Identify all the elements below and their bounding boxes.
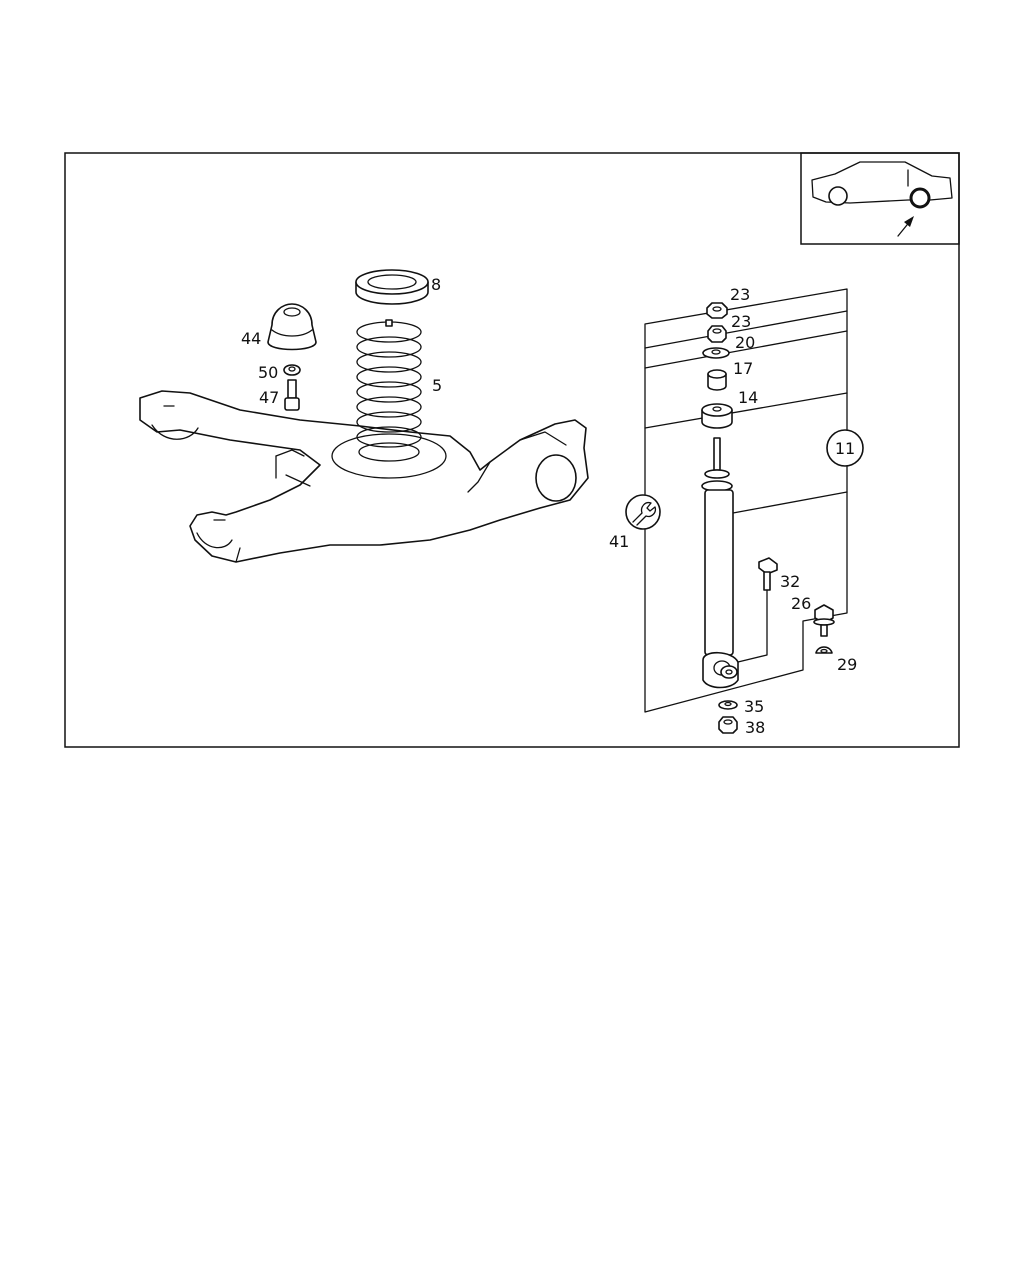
label-35: 35 bbox=[744, 697, 764, 716]
label-29: 29 bbox=[837, 655, 857, 674]
label-44: 44 bbox=[241, 329, 261, 348]
clip-29 bbox=[815, 646, 833, 654]
bolt-26 bbox=[813, 604, 835, 637]
label-47: 47 bbox=[259, 388, 279, 407]
label-38: 38 bbox=[745, 718, 765, 737]
label-17: 17 bbox=[733, 359, 753, 378]
label-20: 20 bbox=[735, 333, 755, 352]
label-5: 5 bbox=[432, 376, 442, 395]
coil-spring bbox=[356, 319, 422, 462]
bolt-32 bbox=[737, 557, 778, 663]
label-14: 14 bbox=[738, 388, 758, 407]
nut-23-upper bbox=[706, 302, 728, 319]
diagram-frame bbox=[64, 152, 960, 748]
shock-absorber bbox=[701, 437, 739, 689]
washer-50 bbox=[283, 364, 301, 376]
label-23-lower: 23 bbox=[731, 312, 751, 331]
spring-pad bbox=[355, 269, 429, 305]
trailing-arm bbox=[139, 390, 589, 563]
vehicle-locator-inset bbox=[800, 152, 960, 245]
nut-38 bbox=[718, 716, 738, 734]
label-8: 8 bbox=[431, 275, 441, 294]
car-outline-icon bbox=[811, 161, 953, 209]
shock-group-bracket bbox=[644, 288, 864, 713]
label-23-upper: 23 bbox=[730, 285, 750, 304]
bushing-17 bbox=[707, 369, 727, 391]
label-26: 26 bbox=[791, 594, 811, 613]
label-50: 50 bbox=[258, 363, 278, 382]
washer-35 bbox=[718, 700, 738, 710]
group-circle-11 bbox=[826, 429, 864, 467]
label-32: 32 bbox=[780, 572, 800, 591]
label-41: 41 bbox=[609, 532, 629, 551]
bolt-47 bbox=[284, 379, 300, 411]
nut-23-lower bbox=[707, 325, 727, 343]
label-11: 11 bbox=[835, 439, 855, 458]
washer-20 bbox=[702, 347, 730, 359]
bump-stop bbox=[267, 303, 317, 351]
bushing-14 bbox=[701, 403, 733, 429]
arrow-pointer-icon bbox=[897, 216, 914, 237]
wrench-icon bbox=[625, 494, 661, 530]
